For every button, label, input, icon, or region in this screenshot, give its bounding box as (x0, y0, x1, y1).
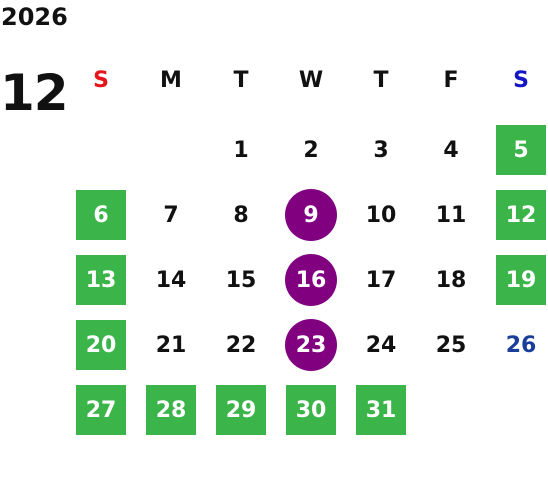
calendar-day-28[interactable]: 28 (146, 385, 196, 435)
calendar-year: 2026 (1, 3, 68, 31)
calendar-day-3[interactable]: 3 (373, 137, 389, 163)
weekday-sunday: S (93, 68, 109, 93)
weekday-tuesday: T (233, 68, 249, 93)
calendar-day-26[interactable]: 26 (505, 332, 537, 358)
calendar-day-18[interactable]: 18 (435, 267, 467, 293)
calendar-day-4[interactable]: 4 (443, 137, 459, 163)
weekday-wednesday: W (298, 68, 324, 93)
calendar-day-23[interactable]: 23 (285, 319, 337, 371)
calendar-day-1[interactable]: 1 (233, 137, 249, 163)
calendar-day-9[interactable]: 9 (285, 189, 337, 241)
weekday-friday: F (443, 68, 459, 93)
calendar-day-8[interactable]: 8 (233, 202, 249, 228)
calendar-day-21[interactable]: 21 (155, 332, 187, 358)
calendar-day-31[interactable]: 31 (356, 385, 406, 435)
calendar-day-11[interactable]: 11 (435, 202, 467, 228)
calendar-month: 12 (0, 64, 69, 122)
calendar-day-17[interactable]: 17 (365, 267, 397, 293)
calendar-day-2[interactable]: 2 (303, 137, 319, 163)
calendar-day-25[interactable]: 25 (435, 332, 467, 358)
calendar-day-7[interactable]: 7 (163, 202, 179, 228)
calendar-day-29[interactable]: 29 (216, 385, 266, 435)
calendar-day-27[interactable]: 27 (76, 385, 126, 435)
calendar-day-22[interactable]: 22 (225, 332, 257, 358)
calendar-day-16[interactable]: 16 (285, 254, 337, 306)
calendar-day-24[interactable]: 24 (365, 332, 397, 358)
calendar-day-14[interactable]: 14 (155, 267, 187, 293)
calendar-day-10[interactable]: 10 (365, 202, 397, 228)
calendar-day-13[interactable]: 13 (76, 255, 126, 305)
calendar-day-19[interactable]: 19 (496, 255, 546, 305)
calendar-day-12[interactable]: 12 (496, 190, 546, 240)
calendar-day-20[interactable]: 20 (76, 320, 126, 370)
calendar-day-15[interactable]: 15 (225, 267, 257, 293)
weekday-saturday: S (513, 68, 529, 93)
weekday-thursday: T (373, 68, 389, 93)
calendar-day-6[interactable]: 6 (76, 190, 126, 240)
weekday-monday: M (160, 68, 182, 93)
calendar-day-30[interactable]: 30 (286, 385, 336, 435)
calendar-day-5[interactable]: 5 (496, 125, 546, 175)
